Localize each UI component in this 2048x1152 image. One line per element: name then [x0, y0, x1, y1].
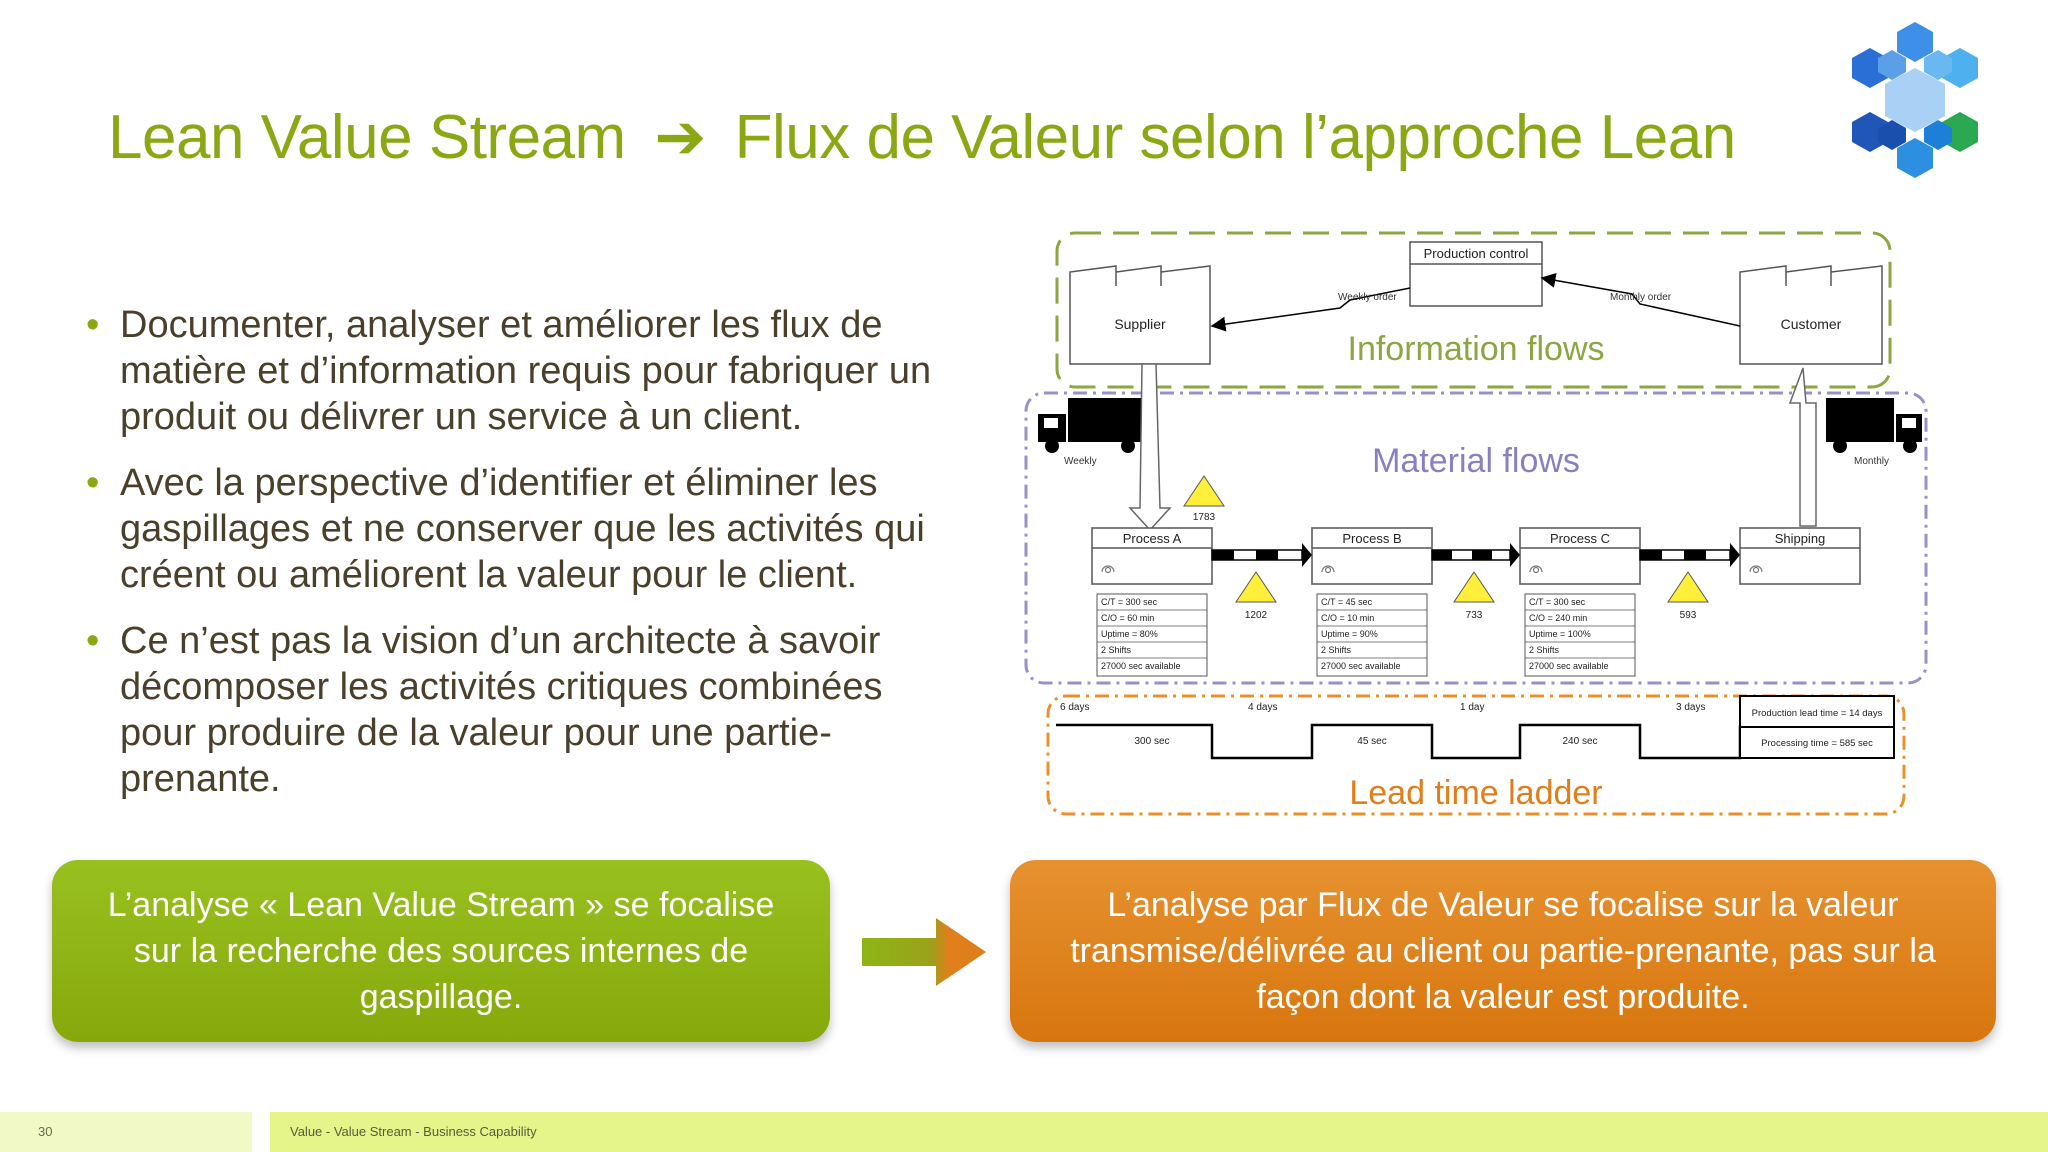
svg-text:1783: 1783 — [1193, 512, 1216, 523]
svg-text:Uptime = 80%: Uptime = 80% — [1101, 629, 1158, 639]
svg-text:C/T = 45 sec: C/T = 45 sec — [1321, 597, 1373, 607]
inventory-triangle-icon — [1183, 475, 1225, 507]
puzzle-hexagon-logo-icon — [1852, 22, 1978, 178]
bullet-item: Documenter, analyser et améliorer les fl… — [86, 302, 966, 440]
svg-text:C/T = 300 sec: C/T = 300 sec — [1101, 597, 1158, 607]
svg-text:Monthly: Monthly — [1854, 456, 1889, 467]
material-flows-region — [1024, 391, 1928, 685]
bullet-list: Documenter, analyser et améliorer les fl… — [86, 302, 966, 822]
svg-text:1 day: 1 day — [1460, 702, 1484, 713]
svg-text:733: 733 — [1466, 610, 1483, 621]
value-flow-callout: L’analyse par Flux de Valeur se focalise… — [1010, 860, 1996, 1042]
svg-text:Processing time = 585 sec: Processing time = 585 sec — [1761, 738, 1873, 749]
svg-text:C/O = 240 min: C/O = 240 min — [1529, 613, 1587, 623]
svg-text:3 days: 3 days — [1676, 702, 1705, 713]
page-number: 30 — [38, 1124, 53, 1139]
svg-text:Uptime = 100%: Uptime = 100% — [1529, 629, 1591, 639]
inventory-triangle-icon — [1235, 571, 1277, 603]
svg-text:593: 593 — [1680, 610, 1697, 621]
lead-time-ladder-label: Lead time ladder — [1349, 774, 1602, 812]
truck-icon — [1038, 398, 1144, 453]
svg-text:240 sec: 240 sec — [1562, 736, 1597, 747]
svg-text:2 Shifts: 2 Shifts — [1529, 645, 1560, 655]
supplier-label: Supplier — [1114, 316, 1166, 332]
push-arrow-icon — [1788, 367, 1817, 527]
svg-text:2 Shifts: 2 Shifts — [1101, 645, 1132, 655]
right-arrow-icon: ➔ — [654, 103, 706, 172]
svg-text:C/T = 300 sec: C/T = 300 sec — [1529, 597, 1586, 607]
footer-right-bar — [270, 1112, 2048, 1152]
svg-text:Weekly order: Weekly order — [1338, 292, 1397, 303]
customer-label: Customer — [1781, 316, 1842, 332]
process-b-label: Process B — [1342, 531, 1401, 546]
information-flows-label: Information flows — [1348, 330, 1605, 368]
truck-icon — [1826, 398, 1922, 453]
process-c-label: Process C — [1550, 531, 1610, 546]
svg-text:27000 sec available: 27000 sec available — [1101, 661, 1181, 671]
svg-text:C/O = 10 min: C/O = 10 min — [1321, 613, 1374, 623]
slide-title: Lean Value Stream ➔ Flux de Valeur selon… — [108, 100, 1758, 173]
svg-text:Uptime = 90%: Uptime = 90% — [1321, 629, 1378, 639]
svg-text:45 sec: 45 sec — [1357, 736, 1386, 747]
production-control-label: Production control — [1424, 246, 1529, 261]
bullet-item: Avec la perspective d’identifier et élim… — [86, 460, 966, 598]
right-arrow-icon — [862, 918, 986, 986]
footer-text: Value - Value Stream - Business Capabili… — [290, 1124, 537, 1139]
svg-text:Monthly order: Monthly order — [1610, 292, 1672, 303]
lean-value-stream-callout: L’analyse « Lean Value Stream » se focal… — [52, 860, 830, 1042]
footer-left-bar — [0, 1112, 252, 1152]
shipping-label: Shipping — [1775, 531, 1826, 546]
svg-text:1202: 1202 — [1245, 610, 1268, 621]
title-left: Lean Value Stream — [108, 103, 626, 172]
factory-icon — [1739, 265, 1883, 365]
svg-text:Weekly: Weekly — [1064, 456, 1097, 467]
value-stream-map-diagram: Production control Supplier Customer Wee… — [1024, 231, 1928, 816]
bullet-item: Ce n’est pas la vision d’un architecte à… — [86, 618, 966, 802]
svg-text:2 Shifts: 2 Shifts — [1321, 645, 1352, 655]
svg-text:Production lead time = 14 days: Production lead time = 14 days — [1752, 708, 1883, 719]
svg-text:4 days: 4 days — [1248, 702, 1277, 713]
inventory-triangle-icon — [1667, 571, 1709, 603]
title-right: Flux de Valeur selon l’approche Lean — [734, 103, 1737, 172]
push-arrow-icon — [1211, 543, 1740, 567]
svg-text:27000 sec available: 27000 sec available — [1529, 661, 1609, 671]
svg-text:27000 sec available: 27000 sec available — [1321, 661, 1401, 671]
push-arrow-icon — [1128, 363, 1172, 532]
svg-text:300 sec: 300 sec — [1134, 736, 1169, 747]
inventory-triangle-icon — [1453, 571, 1495, 603]
factory-icon — [1069, 265, 1211, 365]
svg-text:C/O = 60 min: C/O = 60 min — [1101, 613, 1154, 623]
operator-icon — [1101, 565, 1763, 574]
process-a-label: Process A — [1123, 531, 1182, 546]
information-flows-region — [1055, 231, 1892, 389]
svg-text:6 days: 6 days — [1060, 702, 1089, 713]
lead-time-ladder-line — [1056, 723, 1742, 760]
material-flows-label: Material flows — [1372, 442, 1580, 480]
lead-time-region — [1046, 694, 1906, 816]
